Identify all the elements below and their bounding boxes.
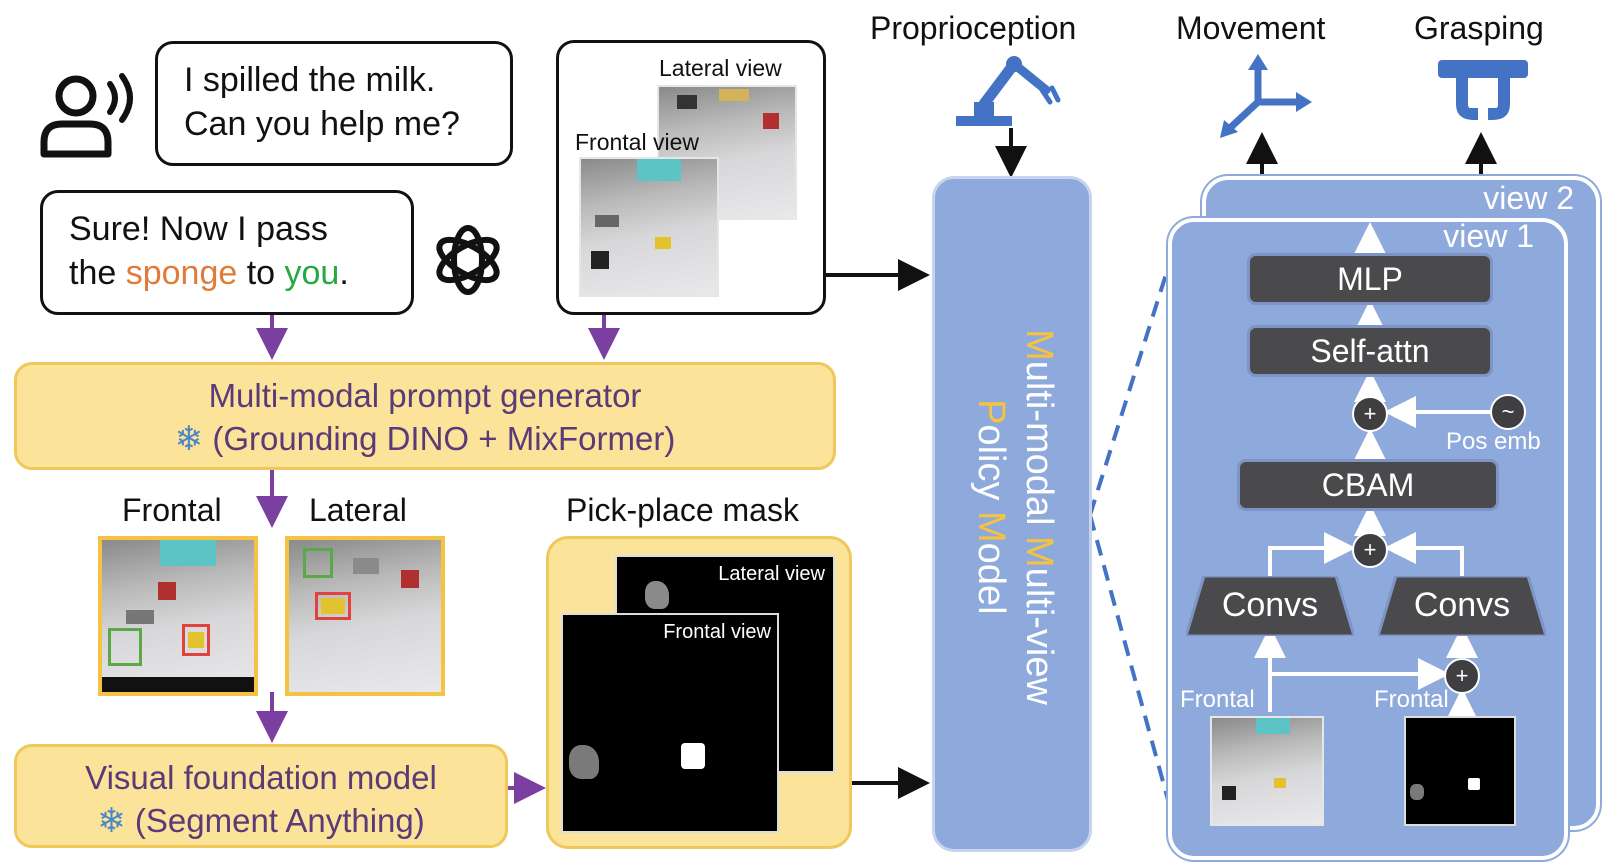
frontal-mask-image: Frontal view xyxy=(561,613,779,833)
detection-frontal-label: Frontal xyxy=(122,492,222,528)
frontal-detection-image xyxy=(98,536,258,696)
self-attn-block: Self-attn xyxy=(1250,328,1490,374)
view1-label: view 1 xyxy=(1443,218,1534,254)
zoom-line-bottom xyxy=(1088,514,1170,801)
visual-foundation-model-box: Visual foundation model ❄ (Segment Anyth… xyxy=(14,744,508,848)
object-word: sponge xyxy=(125,254,238,292)
chatgpt-logo-icon xyxy=(428,220,508,300)
object-box-red xyxy=(182,624,210,656)
prompt-generator-box: Multi-modal prompt generator ❄ (Groundin… xyxy=(14,362,836,470)
user-message-bubble: I spilled the milk. Can you help me? xyxy=(155,41,513,166)
frontal-view-image xyxy=(579,157,719,297)
assistant-text-mid: to xyxy=(237,254,285,292)
policy-model-label: Multi-modal Multi-view Policy Model xyxy=(970,329,1060,705)
frontal-mask-input-image xyxy=(1404,716,1516,826)
policy-model-box: Multi-modal Multi-view Policy Model xyxy=(932,176,1092,852)
lateral-view-image xyxy=(657,85,797,220)
assistant-text-end: . xyxy=(339,254,349,292)
robot-arm-icon xyxy=(952,54,1062,128)
plus-node-fuse: + xyxy=(1352,532,1388,568)
cbam-block: CBAM xyxy=(1240,462,1496,508)
movement-axes-icon xyxy=(1216,54,1312,138)
prompt-generator-subtitle: (Grounding DINO + MixFormer) xyxy=(212,420,676,457)
plus-node-pos: + xyxy=(1352,396,1388,432)
arch-connector-layer xyxy=(1254,222,1490,720)
frozen-snowflake-icon: ❄ xyxy=(174,420,204,458)
foundation-title: Visual foundation model xyxy=(85,759,437,796)
gripper-icon xyxy=(1438,60,1528,124)
target-word: you xyxy=(284,254,340,292)
target-box-green-lateral xyxy=(303,548,333,578)
frontal-rgb-input-image xyxy=(1210,716,1324,826)
grasping-label: Grasping xyxy=(1414,10,1544,46)
mlp-block: MLP xyxy=(1250,256,1490,302)
target-box-green xyxy=(108,628,142,666)
view2-label: view 2 xyxy=(1483,180,1574,216)
prompt-generator-title: Multi-modal prompt generator xyxy=(208,377,642,414)
lateral-mask-label: Lateral view xyxy=(718,563,825,585)
frontal-input-label-right: Frontal xyxy=(1374,686,1449,713)
user-icon xyxy=(36,70,136,160)
proprioception-label: Proprioception xyxy=(870,10,1077,46)
pos-emb-node: ~ xyxy=(1490,394,1526,430)
frozen-snowflake-icon-2: ❄ xyxy=(97,802,126,840)
detection-lateral-label: Lateral xyxy=(309,492,407,528)
zoom-line-top xyxy=(1088,267,1170,516)
assistant-message-bubble: Sure! Now I pass the sponge to you. xyxy=(40,190,414,315)
assistant-message-line1: Sure! Now I pass xyxy=(69,210,328,248)
plus-node-input: + xyxy=(1444,658,1480,694)
assistant-text-pre: the xyxy=(69,254,126,292)
convs-right-label: Convs xyxy=(1413,586,1511,624)
pick-place-mask-title: Pick-place mask xyxy=(566,492,799,528)
object-box-red-lateral xyxy=(315,592,351,620)
convs-left-label: Convs xyxy=(1221,586,1319,624)
pos-emb-label: Pos emb xyxy=(1446,428,1541,455)
user-message-line1: I spilled the milk. xyxy=(184,61,436,99)
camera-views-panel: Lateral view Frontal view xyxy=(556,40,826,315)
assistant-message-line2: the sponge to you. xyxy=(69,251,385,295)
view1-panel: view 1 MLP Self-attn + ~ Pos emb CBAM + … xyxy=(1168,218,1568,860)
frontal-input-label-left: Frontal xyxy=(1180,686,1255,713)
convs-left-block: Convs xyxy=(1186,576,1354,636)
lateral-view-label: Lateral view xyxy=(659,55,782,81)
movement-label: Movement xyxy=(1176,10,1326,46)
lateral-detection-image xyxy=(285,536,445,696)
frontal-view-label: Frontal view xyxy=(575,129,699,155)
convs-right-block: Convs xyxy=(1378,576,1546,636)
foundation-subtitle: (Segment Anything) xyxy=(134,802,425,839)
user-message-line2: Can you help me? xyxy=(184,105,460,143)
pick-place-mask-panel: Lateral view Frontal view xyxy=(546,536,852,849)
frontal-mask-label: Frontal view xyxy=(663,621,771,643)
